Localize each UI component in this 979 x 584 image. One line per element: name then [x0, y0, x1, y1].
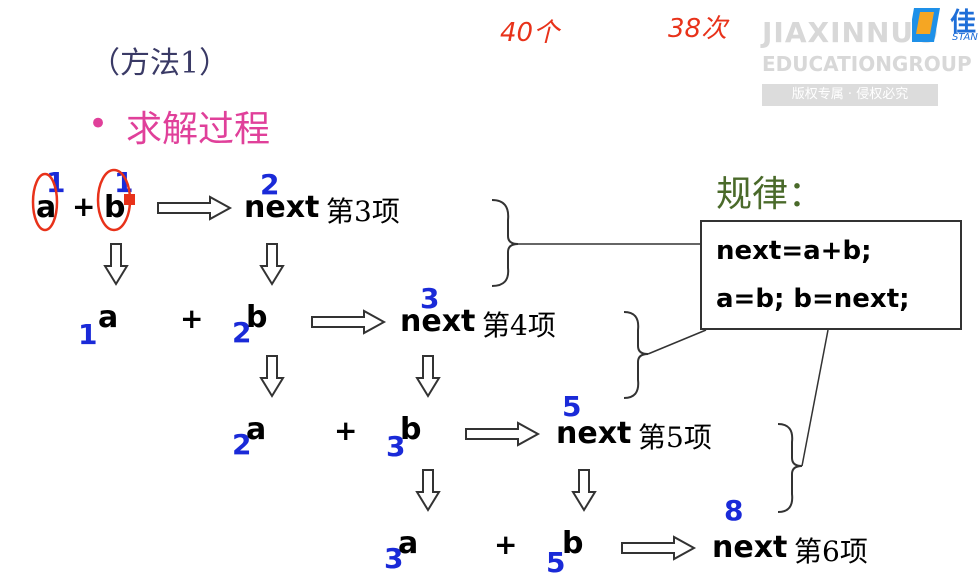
logo-sub: STAN: [952, 32, 978, 43]
row4-next-index: 8: [724, 494, 744, 527]
row4-next: next: [712, 530, 788, 565]
row4-a-index: 3: [384, 542, 404, 575]
section-heading: 求解过程: [126, 109, 271, 150]
row1-next-index: 2: [260, 168, 280, 201]
row4-plus: +: [494, 528, 518, 561]
row2-b-index: 2: [232, 316, 252, 349]
rule-line-2: a=b; b=next;: [716, 284, 910, 314]
down-arrow-icon: [104, 243, 128, 285]
down-arrow-icon: [260, 355, 284, 397]
watermark-notice: 版权专属 · 侵权必究: [762, 84, 938, 106]
rule-box: next=a+b; a=b; b=next;: [700, 220, 962, 330]
bullet-dot: •: [88, 104, 109, 144]
row1-a-index: 1: [46, 166, 66, 199]
row2-a: a: [98, 300, 119, 335]
right-arrow-icon: [465, 422, 539, 446]
method-label: （方法1）: [90, 46, 230, 81]
right-arrow-icon: [621, 536, 695, 560]
down-arrow-icon: [260, 243, 284, 285]
row2-plus: +: [180, 302, 204, 335]
row3-b-index: 3: [386, 430, 406, 463]
row4-b: b: [562, 526, 584, 561]
row2-next: next: [400, 304, 476, 339]
circle-mark-icon: [31, 172, 59, 232]
watermark-group: EDUCATIONGROUP: [762, 52, 972, 76]
row2-next-index: 3: [420, 282, 440, 315]
row1-term: 第3项: [326, 195, 400, 228]
brace-1-icon: [491, 199, 519, 287]
watermark-brand: JIAXINNUO: [762, 16, 939, 49]
row3-a-index: 2: [232, 428, 252, 461]
row4-term: 第6项: [794, 535, 868, 568]
row2-term: 第4项: [482, 309, 556, 342]
brand-logo: [908, 4, 972, 44]
down-arrow-icon: [416, 355, 440, 397]
row3-term: 第5项: [638, 421, 712, 454]
logo-icon: [908, 8, 940, 42]
cursor-marker-icon: [124, 194, 135, 205]
row1-next: next: [244, 190, 320, 225]
logo-char: 佳: [950, 8, 977, 38]
handwritten-note-2: 38次: [668, 14, 728, 44]
row3-plus: +: [334, 414, 358, 447]
row4-b-index: 5: [546, 546, 566, 579]
brace-3-icon: [777, 423, 803, 513]
brace-2-icon: [623, 311, 649, 399]
handwritten-note-1: 40个: [500, 18, 560, 48]
row3-b: b: [400, 412, 422, 447]
rule-title: 规律：: [716, 174, 825, 215]
row2-b: b: [246, 300, 268, 335]
row3-a: a: [246, 412, 267, 447]
right-arrow-icon: [311, 310, 385, 334]
down-arrow-icon: [416, 469, 440, 511]
row2-a-index: 1: [78, 318, 98, 351]
row1-b: b: [104, 190, 126, 225]
row3-next: next: [556, 416, 632, 451]
row1-a: a: [36, 190, 57, 225]
right-arrow-icon: [157, 196, 231, 220]
down-arrow-icon: [572, 469, 596, 511]
rule-line-1: next=a+b;: [716, 236, 872, 266]
row4-a: a: [398, 526, 419, 561]
row1-plus: +: [72, 190, 96, 223]
row3-next-index: 5: [562, 390, 582, 423]
